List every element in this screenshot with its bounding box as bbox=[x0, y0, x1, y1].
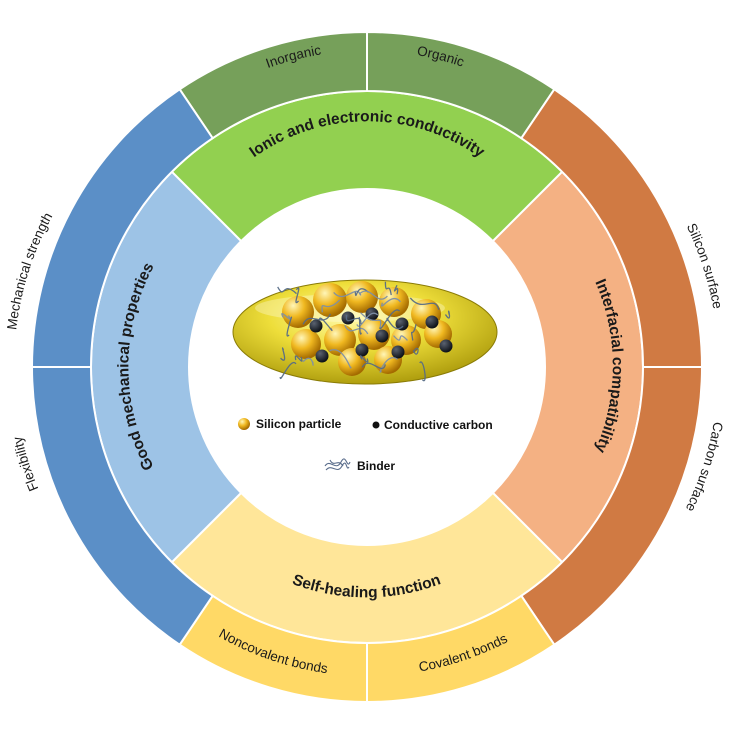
silicon-particle-2 bbox=[313, 283, 347, 317]
binder-fiber-19 bbox=[379, 357, 398, 373]
legend-conductive-carbon: Conductive carbon bbox=[384, 418, 493, 432]
silicon-electrode-illustration bbox=[232, 279, 498, 385]
binder-fiber-20 bbox=[295, 287, 300, 304]
binder-fiber-18 bbox=[409, 297, 440, 310]
binder-fiber-32 bbox=[412, 347, 419, 355]
carbon-particle-9 bbox=[439, 339, 453, 353]
binder-fiber-7 bbox=[356, 312, 379, 327]
binder-fiber-24 bbox=[280, 347, 286, 361]
carbon-particle-6 bbox=[315, 349, 329, 363]
outer-label-flexibility: Flexibility bbox=[10, 435, 41, 493]
carbon-particle-5 bbox=[425, 315, 439, 329]
binder-fiber-22 bbox=[321, 299, 341, 313]
binder-fiber-17 bbox=[359, 355, 369, 363]
carbon-particle-4 bbox=[395, 317, 409, 331]
carbon-particle-10 bbox=[375, 329, 389, 343]
silicon-particle-6 bbox=[291, 329, 321, 359]
binder-fiber-2 bbox=[294, 355, 303, 362]
legend-silicon-particle: Silicon particle bbox=[256, 417, 342, 431]
binder-fiber-1 bbox=[344, 324, 369, 335]
outer-segment-mechanical-strength bbox=[30, 87, 215, 368]
binder-fiber-13 bbox=[329, 349, 352, 369]
silicon-particle-7 bbox=[324, 324, 356, 356]
binder-fiber-icon bbox=[324, 458, 351, 471]
binder-fiber-29 bbox=[361, 362, 387, 370]
binder-fiber-15 bbox=[319, 317, 333, 331]
silicon-particle-4 bbox=[379, 287, 409, 317]
legend: Silicon particle Conductive carbon Binde… bbox=[238, 417, 493, 473]
binder-fiber-11 bbox=[444, 310, 451, 319]
binder-fiber-26 bbox=[277, 286, 297, 295]
binder-fiber-31 bbox=[358, 290, 388, 300]
binder-fiber-3 bbox=[393, 284, 399, 295]
binder-fiber-27 bbox=[358, 316, 362, 335]
silicon-particle-3 bbox=[346, 281, 378, 313]
binder-fiber-25 bbox=[393, 335, 408, 341]
carbon-particle-1 bbox=[309, 319, 323, 333]
binder-fiber-9 bbox=[386, 317, 404, 330]
binder-fiber-28 bbox=[302, 357, 314, 366]
binder-fiber-34 bbox=[381, 298, 401, 307]
binder-fiber-4 bbox=[360, 312, 382, 329]
legend-binder: Binder bbox=[357, 459, 395, 473]
binder-fiber-16 bbox=[281, 312, 291, 321]
carbon-particle-2 bbox=[341, 311, 355, 325]
silicon-particle-icon bbox=[238, 418, 250, 430]
binder-fiber-33 bbox=[286, 316, 293, 337]
binder-fiber-21 bbox=[354, 288, 369, 296]
carbon-particle-8 bbox=[391, 345, 405, 359]
carbon-particle-7 bbox=[355, 343, 369, 357]
binder-fiber-12 bbox=[345, 314, 362, 325]
binder-fiber-30 bbox=[419, 361, 426, 382]
binder-fiber-23 bbox=[384, 281, 392, 296]
binder-fiber-5 bbox=[302, 313, 332, 325]
binder-fiber-8 bbox=[279, 361, 297, 380]
carbon-dot-icon bbox=[372, 421, 380, 429]
binder-fiber-14 bbox=[411, 324, 417, 341]
